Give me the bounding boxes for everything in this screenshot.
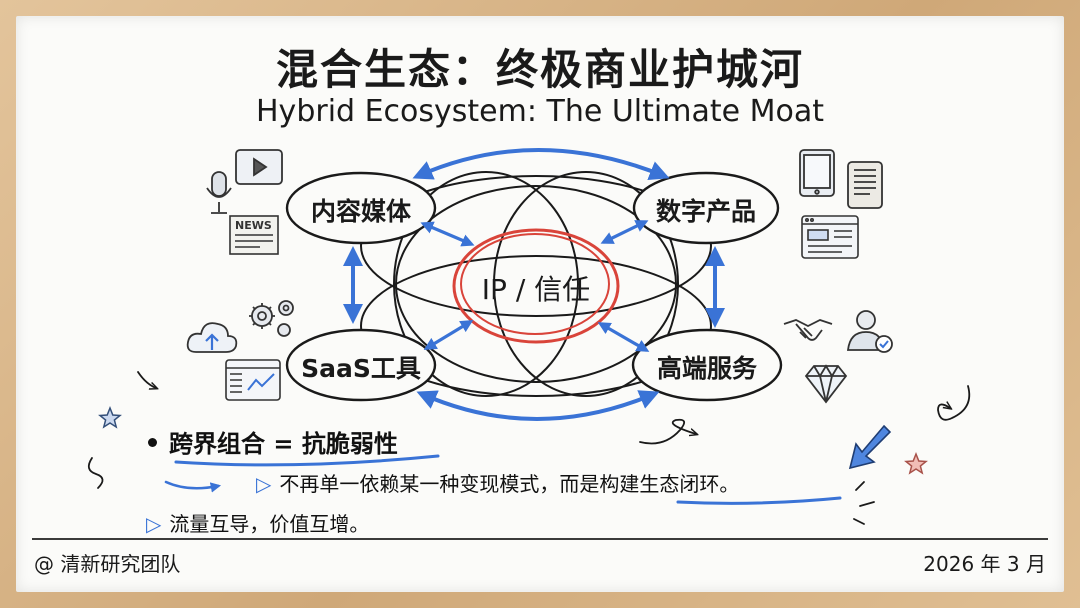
node-label-premium-services: 高端服务 [656,354,757,383]
cloud-upload-icon [186,322,238,353]
doodle-arrow-middle [639,418,696,445]
triangle-bullet-icon: ▷ [256,472,272,496]
core-ring-outer [452,228,620,344]
arrow-diag-tl [420,221,475,247]
doodle-spark-1 [855,481,865,491]
pointer-arrow [164,480,222,493]
doodle-spark-3 [853,518,865,525]
web-page-icon [801,215,859,259]
page-title: 混合生态：终极商业护城河 [275,45,804,94]
doodle-spark-2 [859,501,875,507]
page-subtitle: Hybrid Ecosystem: The Ultimate Moat [256,94,824,129]
node-label-digital-products: 数字产品 [655,197,756,226]
bullet-sub-1: ▷ 不再单一依赖某一种变现模式，而是构建生态闭环。 [256,468,739,497]
bullet-underline [174,454,440,467]
node-digital-products [632,171,780,245]
bullet-sub-2-text: 流量互导，价值互增。 [169,512,370,536]
node-saas-tools [285,328,437,402]
bullet-sub-2: ▷ 流量互导，价值互增。 [146,508,369,537]
footer-date: 2026 年 3 月 [923,552,1046,576]
bullet-main: 跨界组合 = 抗脆弱性 [148,424,398,459]
core-label: IP / 信任 [481,273,591,306]
doodle-arrow-top-left [137,371,156,388]
doodle-arrows [87,371,971,525]
triangle-bullet-icon: ▷ [146,512,162,536]
diamond-icon [804,364,848,404]
bullet-main-text: 跨界组合 = 抗脆弱性 [169,430,398,458]
bullet-dot-icon [148,437,157,447]
core-ring-inner [460,233,610,335]
core-rings [452,228,620,344]
bullet-sub-1-text: 不再单一依赖某一种变现模式，而是构建生态闭环。 [279,472,740,496]
play-icon [235,149,283,185]
dashboard-icon [225,359,281,401]
gears-icon [249,300,294,337]
node-label-content-media: 内容媒体 [310,197,411,226]
sub-underline [676,496,842,505]
arrow-diag-br [597,322,650,352]
doodle-arrow-right-curl [937,385,971,421]
star-left-icon [98,405,122,429]
doodle-squiggle-left [87,457,104,489]
tablet-icon [799,149,835,197]
footer-author: @ 清新研究团队 [34,552,181,576]
newspaper-icon: NEWS [229,215,279,255]
node-content-media [285,171,437,245]
whiteboard: 混合生态：终极商业护城河 Hybrid Ecosystem: The Ultim… [16,16,1064,592]
arrow-bottom-arc [416,390,660,421]
star-right-icon [904,451,928,475]
verified-person-icon [846,310,893,353]
arrow-diag-tr [600,220,649,244]
node-label-saas-tools: SaaS工具 [301,354,421,383]
ereader-icon [847,161,883,209]
footer-divider [32,538,1048,540]
big-blue-arrow-icon [848,424,892,470]
node-premium-services [631,328,783,402]
ecosystem-diagram: NEWS [87,148,971,525]
arrow-top-arc [412,148,670,181]
handshake-icon [783,319,833,341]
arrow-diag-bl [423,320,474,350]
microphone-icon [206,171,232,214]
news-icon-text: NEWS [235,219,272,232]
